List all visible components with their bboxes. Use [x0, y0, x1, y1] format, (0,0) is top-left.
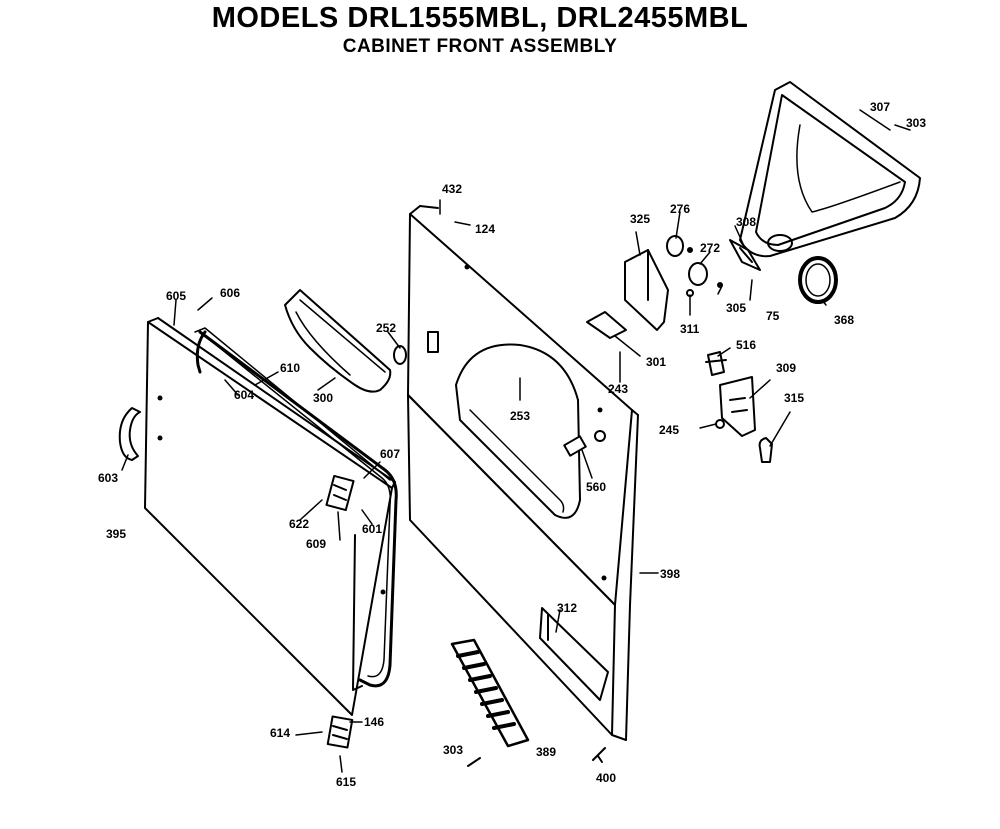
part-label: 245 — [659, 423, 679, 437]
part-label: 516 — [736, 338, 756, 352]
part-label: 146 — [364, 715, 384, 729]
part-309 — [719, 376, 756, 437]
part-315 — [758, 437, 773, 463]
part-label: 605 — [166, 289, 186, 303]
fasteners — [467, 747, 606, 767]
part-label: 252 — [376, 321, 396, 335]
part-label: 312 — [557, 601, 577, 615]
part-label: 610 — [280, 361, 300, 375]
part-label: 398 — [660, 567, 680, 581]
door-opening — [427, 331, 581, 519]
part-301 — [586, 311, 627, 339]
part-label: 300 — [313, 391, 333, 405]
switch-308 — [729, 239, 761, 271]
part-label: 395 — [106, 527, 126, 541]
part-label: 75 — [766, 309, 780, 323]
part-label: 309 — [776, 361, 796, 375]
part-label: 325 — [630, 212, 650, 226]
control-panel-housing — [739, 81, 921, 258]
door-seal-ring — [195, 330, 398, 688]
part-label: 305 — [726, 301, 746, 315]
part-label: 243 — [608, 382, 628, 396]
part-label: 400 — [596, 771, 616, 785]
part-label: 303 — [906, 116, 926, 130]
part-label: 368 — [834, 313, 854, 327]
lint-duct — [284, 289, 407, 393]
part-labels: 307 303 432 124 325 276 272 308 305 75 3… — [98, 100, 926, 789]
part-label: 253 — [510, 409, 530, 423]
part-245 — [715, 419, 725, 429]
callout-leaders — [121, 109, 911, 773]
part-label: 607 — [380, 447, 400, 461]
door-liner — [194, 327, 391, 691]
door-hinge — [325, 474, 355, 512]
part-label: 124 — [475, 222, 495, 236]
part-label: 272 — [700, 241, 720, 255]
part-label: 609 — [306, 537, 326, 551]
part-label: 389 — [536, 745, 556, 759]
timer-knob-seal — [798, 256, 838, 304]
door-switch-pin — [563, 430, 606, 457]
part-label: 614 — [270, 726, 290, 740]
part-label: 622 — [289, 517, 309, 531]
grille — [450, 638, 530, 748]
bracket-325 — [624, 249, 669, 331]
page-title: MODELS DRL1555MBL, DRL2455MBL — [211, 2, 749, 34]
part-label: 311 — [680, 322, 700, 336]
door-latch — [326, 715, 354, 749]
part-label: 315 — [784, 391, 804, 405]
door-handle — [118, 407, 141, 461]
part-516 — [705, 351, 727, 376]
part-label: 308 — [736, 215, 756, 229]
lint-filter-opening — [539, 607, 609, 701]
part-label: 301 — [646, 355, 666, 369]
part-label: 604 — [234, 388, 254, 402]
part-label: 615 — [336, 775, 356, 789]
part-label: 307 — [870, 100, 890, 114]
page-subtitle: CABINET FRONT ASSEMBLY — [342, 36, 618, 57]
part-label: 603 — [98, 471, 118, 485]
part-label: 276 — [670, 202, 690, 216]
part-label: 303 — [443, 743, 463, 757]
part-label: 432 — [442, 182, 462, 196]
part-label: 601 — [362, 522, 382, 536]
part-label: 606 — [220, 286, 240, 300]
screw-markers — [157, 264, 607, 595]
part-label: 560 — [586, 480, 606, 494]
